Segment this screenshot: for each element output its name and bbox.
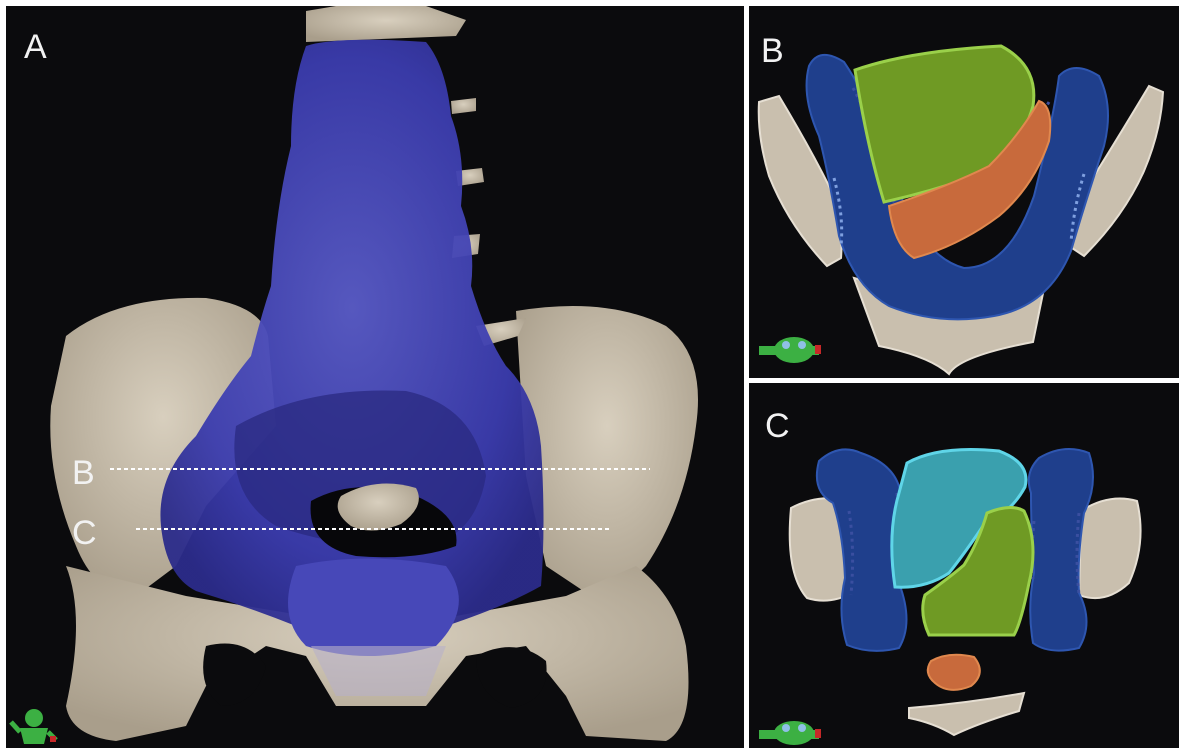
section-label-b: B <box>72 456 95 490</box>
mesorectal-lower-lobe <box>288 559 459 657</box>
panel-label-b: B <box>761 34 784 68</box>
panel-c-axial-section: C <box>749 383 1179 748</box>
spinous-process <box>451 98 476 114</box>
orientation-figure-icon <box>11 709 56 744</box>
panel-label-a: A <box>24 30 47 64</box>
right-iliac-wing <box>516 306 698 606</box>
pelvis-3d-render <box>6 6 744 748</box>
spine-bone <box>306 6 466 42</box>
panel-a-3d-view: A B C <box>6 6 744 748</box>
rectum-region <box>928 655 980 690</box>
section-b-drawing <box>749 6 1179 378</box>
panel-label-c: C <box>765 409 790 443</box>
right-acetabular-bone <box>1079 499 1141 599</box>
section-c-drawing <box>749 383 1179 748</box>
orientation-head-icon <box>759 721 821 745</box>
obturator-foramen-right <box>476 647 547 708</box>
obturator-foramen-left <box>203 644 266 707</box>
section-label-c: C <box>72 516 97 550</box>
coccyx-bone <box>909 693 1024 735</box>
orientation-head-icon <box>759 337 821 363</box>
panel-b-axial-section: B <box>749 6 1179 378</box>
